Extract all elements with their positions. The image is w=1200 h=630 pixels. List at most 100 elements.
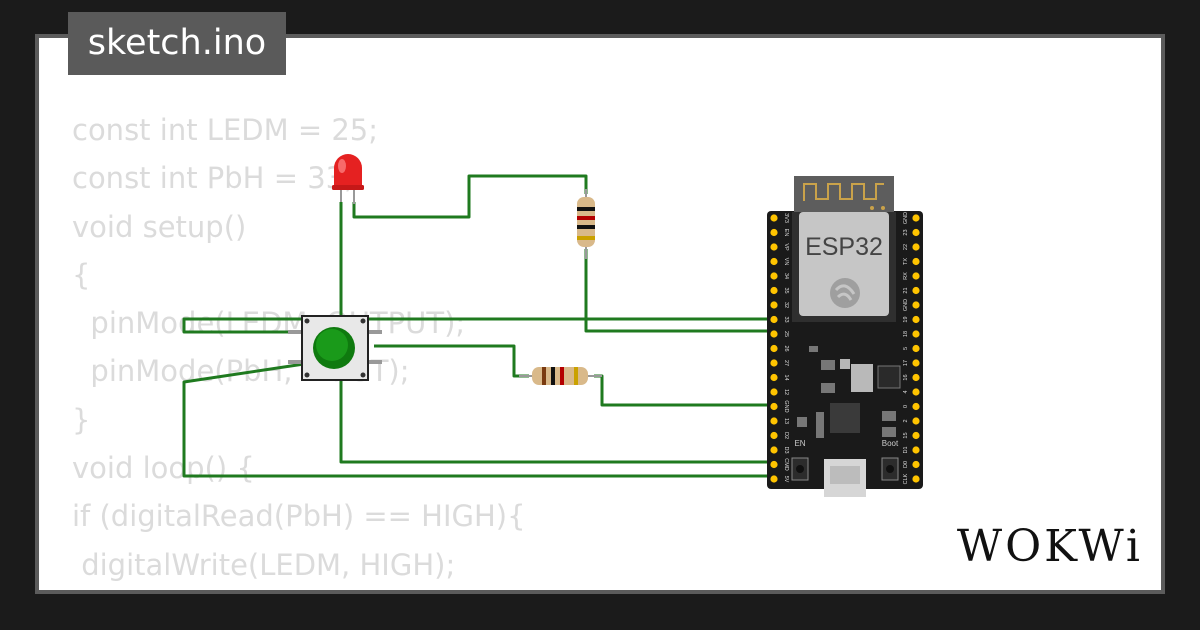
pin[interactable]	[912, 373, 920, 382]
pushbutton[interactable]	[288, 315, 382, 381]
pin[interactable]	[770, 214, 778, 222]
pin[interactable]	[770, 475, 778, 483]
pin-label: CMD	[783, 458, 789, 471]
pin-label: 0	[903, 405, 909, 408]
left-pin-header: 3V3ENVPVN343532332526271412GND13D2D3CMD5…	[770, 213, 789, 483]
pin[interactable]	[912, 402, 920, 411]
pin-label: 13	[783, 418, 789, 424]
code-line: {	[72, 257, 91, 292]
pin[interactable]	[770, 460, 778, 469]
pin[interactable]	[770, 330, 778, 338]
code-line: const int LEDM = 25;	[72, 113, 379, 147]
pin[interactable]	[770, 344, 778, 353]
pin[interactable]	[770, 431, 778, 440]
pin[interactable]	[912, 286, 920, 295]
code-line: digitalWrite(LEDM, HIGH);	[72, 547, 456, 582]
pin[interactable]	[912, 417, 920, 425]
pin[interactable]	[770, 417, 778, 425]
pin[interactable]	[770, 388, 778, 396]
pin[interactable]	[912, 431, 920, 440]
pin[interactable]	[912, 301, 920, 309]
pin[interactable]	[770, 315, 778, 324]
pin-label: 4	[903, 390, 909, 393]
code-line: const int PbH = 33;	[72, 161, 354, 196]
canvas-card: const int LEDM = 25; const int PbH = 33; v…	[35, 34, 1165, 594]
pin-label: GND	[783, 400, 789, 412]
pin-label: GND	[903, 299, 909, 311]
pin-label: 23	[903, 229, 909, 235]
pin-label: 18	[903, 331, 909, 337]
pin[interactable]	[770, 402, 778, 411]
pin-label: 34	[783, 273, 789, 279]
wire-led-gnd	[339, 202, 778, 464]
esp32-chip-label: ESP32	[805, 233, 883, 261]
wires	[182, 174, 778, 478]
resistor-pulldown[interactable]	[519, 367, 602, 385]
pin[interactable]	[770, 272, 778, 280]
pin-label: D1	[903, 446, 909, 453]
pin-label: 17	[903, 360, 909, 366]
pin-label: 21	[903, 287, 909, 293]
wokwi-logo: WOKWi	[956, 521, 1143, 572]
pin-label: 26	[783, 345, 789, 351]
pin-label: D0	[903, 461, 909, 468]
pin[interactable]	[912, 214, 920, 222]
pin-label: 22	[903, 244, 909, 250]
wire-button-gpio33	[182, 317, 778, 334]
wire-led-resistor	[352, 174, 588, 219]
pin-label: 19	[903, 316, 909, 322]
pin-label: 2	[903, 419, 909, 422]
pin[interactable]	[770, 301, 778, 309]
pin-label: TX	[903, 258, 909, 265]
pin[interactable]	[912, 272, 920, 280]
pin[interactable]	[770, 257, 778, 266]
pin[interactable]	[912, 475, 920, 483]
pin-label: 3V3	[783, 213, 789, 223]
pin-label: 35	[783, 287, 789, 293]
pin-label: D2	[783, 432, 789, 439]
wire-button-5v	[182, 362, 778, 478]
pin-label: 5	[903, 347, 909, 350]
pin[interactable]	[770, 228, 778, 237]
wire-pulldown-gnd	[594, 374, 778, 407]
pin[interactable]	[770, 286, 778, 295]
red-led[interactable]	[332, 154, 364, 204]
pin-label: VN	[783, 258, 789, 266]
boot-button-label: Boot	[882, 439, 899, 448]
pin[interactable]	[912, 388, 920, 396]
file-tab[interactable]: sketch.ino	[68, 12, 286, 75]
wire-button-pulldown	[374, 344, 529, 378]
circuit-diagram: ESP32 EN Boot	[182, 154, 923, 497]
pin-label: D3	[783, 446, 789, 453]
wire-resistor-gpio25	[584, 249, 778, 333]
pin[interactable]	[912, 243, 920, 251]
pin-label: EN	[783, 229, 789, 237]
pin[interactable]	[912, 330, 920, 338]
pin[interactable]	[912, 257, 920, 266]
pin-label: 5V	[783, 476, 789, 483]
pin[interactable]	[770, 359, 778, 367]
pin-label: 15	[903, 432, 909, 438]
pin[interactable]	[770, 373, 778, 382]
pin-label: 14	[783, 374, 789, 380]
pin[interactable]	[912, 359, 920, 367]
pin[interactable]	[912, 228, 920, 237]
pin-label: GND	[903, 212, 909, 224]
pin-label: 33	[783, 316, 789, 322]
esp32-board[interactable]: ESP32 EN Boot	[767, 176, 923, 497]
pin-label: VP	[783, 243, 789, 251]
pin[interactable]	[912, 344, 920, 353]
pin[interactable]	[770, 446, 778, 454]
pin[interactable]	[912, 460, 920, 469]
pin-label: 27	[783, 360, 789, 366]
pin-label: CLK	[903, 473, 909, 484]
pin[interactable]	[770, 243, 778, 251]
code-line: void setup()	[72, 209, 247, 244]
pin-label: 12	[783, 389, 789, 395]
resistor-led[interactable]	[577, 189, 595, 259]
code-line: if (digitalRead(PbH) == HIGH){	[72, 499, 526, 534]
code-line: }	[72, 402, 91, 437]
pin[interactable]	[912, 315, 920, 324]
pin[interactable]	[912, 446, 920, 454]
